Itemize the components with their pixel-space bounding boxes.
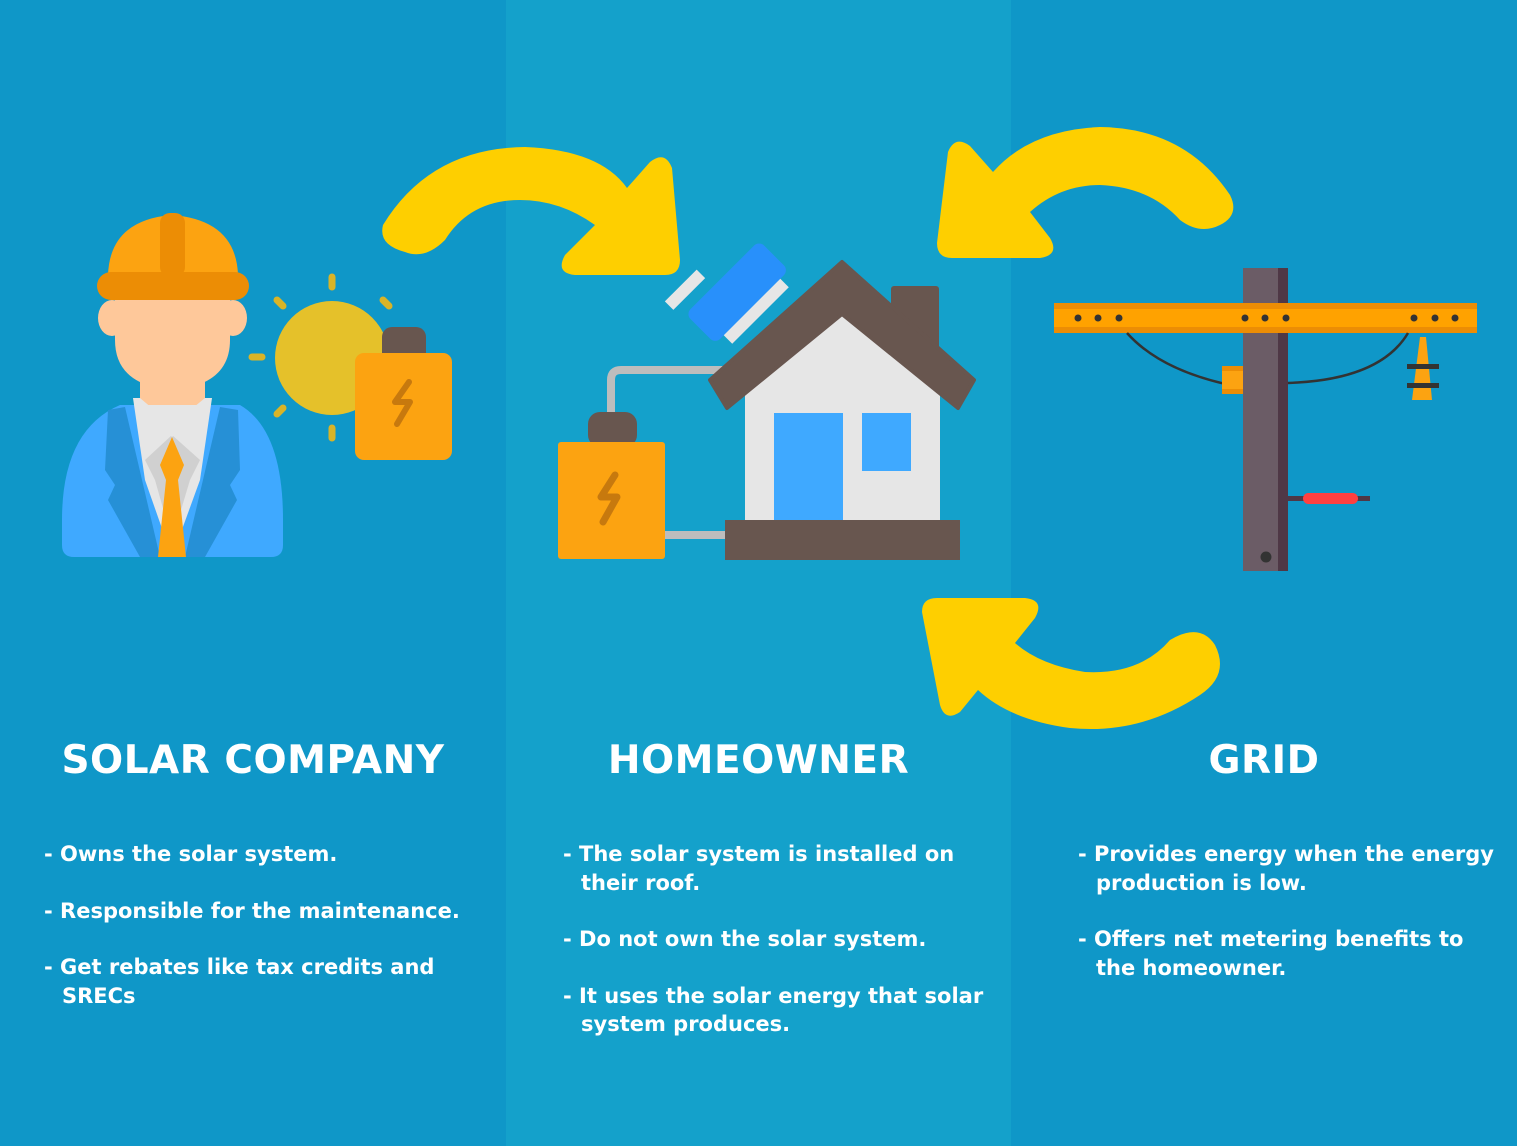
bullet-item: - It uses the solar energy that solar sy… bbox=[563, 983, 984, 1037]
engineer-icon bbox=[62, 213, 283, 557]
arrow-grid-to-homeowner-top-icon bbox=[937, 127, 1234, 258]
bullet-item: - Get rebates like tax credits and SRECs bbox=[44, 955, 435, 1008]
solar-company-heading: SOLAR COMPANY bbox=[61, 738, 445, 783]
bullet-item: - Owns the solar system. bbox=[44, 842, 338, 866]
grid-bullets: - Provides energy when the energy produc… bbox=[1078, 840, 1498, 1010]
home-battery-icon bbox=[558, 412, 665, 559]
bullet-item: - Offers net metering benefits to the ho… bbox=[1078, 927, 1464, 980]
bullet-item: - The solar system is installed on their… bbox=[563, 842, 955, 895]
bullet-item: - Responsible for the maintenance. bbox=[44, 898, 460, 923]
battery-icon bbox=[355, 327, 452, 460]
solar-company-bullets: - Owns the solar system. - Responsible f… bbox=[44, 840, 494, 1038]
grid-panel bbox=[1011, 0, 1517, 1146]
grid-heading: GRID bbox=[1208, 738, 1320, 783]
house-icon bbox=[607, 243, 976, 560]
bullet-item: - Provides energy when the energy produc… bbox=[1078, 842, 1494, 895]
homeowner-bullets: - The solar system is installed on their… bbox=[563, 840, 993, 1067]
homeowner-heading: HOMEOWNER bbox=[607, 738, 910, 783]
utility-pole-icon bbox=[1054, 268, 1477, 571]
arrow-company-to-homeowner-icon bbox=[382, 147, 680, 275]
arrow-grid-to-homeowner-bottom-icon bbox=[922, 598, 1220, 730]
bullet-item: - Do not own the solar system. bbox=[563, 927, 927, 951]
